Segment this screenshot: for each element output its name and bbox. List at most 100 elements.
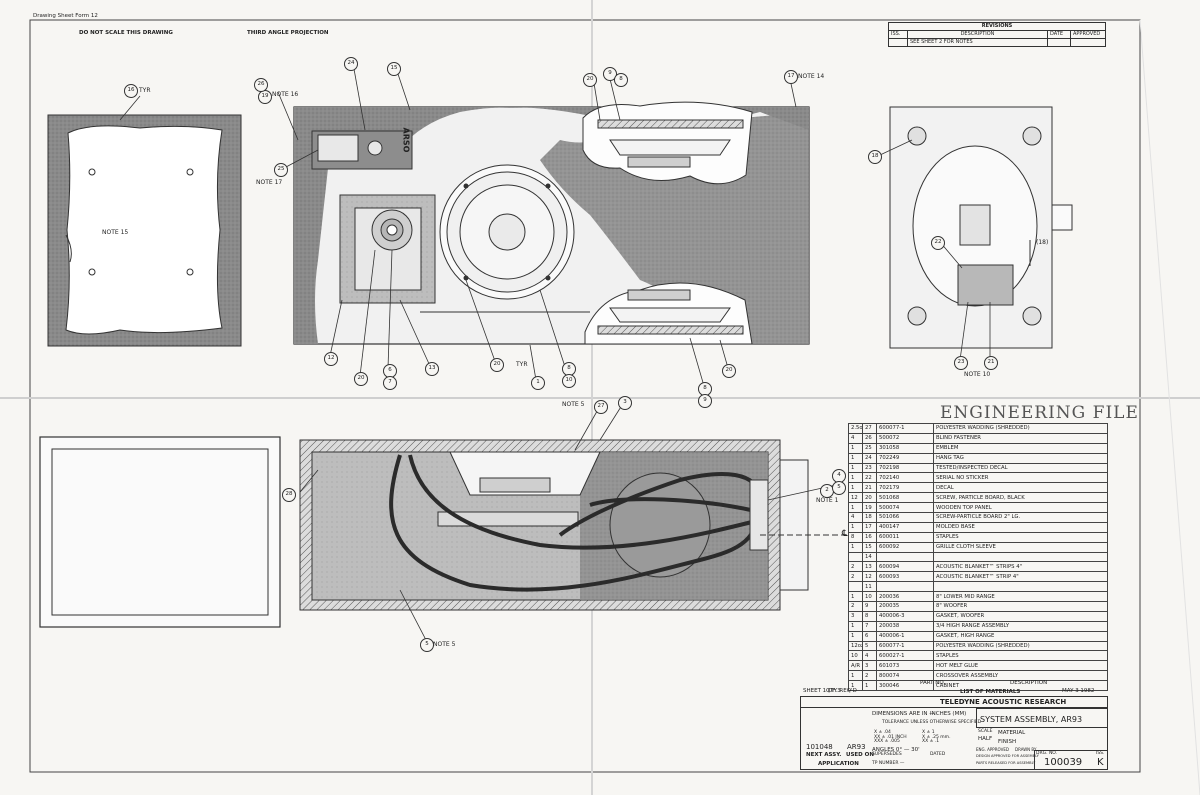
item-bubble: 26 [254,78,268,92]
bom-cell-desc: STAPLES [933,531,1108,543]
bom-cell-part: 501066 [876,512,934,523]
revisions-title: REVISIONS [888,22,1106,31]
callout-note1: NOTE 1 [816,497,839,504]
dims-label: DIMENSIONS ARE IN — [872,711,935,717]
bom-cell-desc: 8" WOOFER [933,601,1108,612]
rev-col-iss: ISS. [888,30,908,39]
dimension-18: (18) [1036,239,1049,246]
bom-cell-desc: STAPLES [933,650,1108,662]
bom-cell-desc: GRILLE CLOTH SLEEVE [933,541,1108,553]
bom-cell-qty: 1 [848,541,863,553]
item-bubble: 22 [931,236,945,250]
bom-cell-item: 4 [862,650,877,662]
bom-cell-item: 27 [862,423,877,434]
bom-cell-desc: WOODEN TOP PANEL [933,502,1108,514]
bom-cell-desc: HANG TAG [933,452,1108,464]
bom-cell-qty: 3 [848,610,863,622]
bom-cell-item: 3 [862,660,877,672]
bom-cell-desc: HOT MELT GLUE [933,660,1108,672]
bom-cell-item: 8 [862,610,877,622]
bom-row: 11 [848,581,1108,593]
bom-cell-part: 400006-1 [876,630,934,642]
bom-cell-item: 14 [862,551,877,563]
bom-cell-desc [933,551,1108,563]
drawing-number: 100039 [1044,757,1083,768]
bom-cell-qty: 2 [848,561,863,573]
item-bubble: 5 [832,481,846,495]
item-bubble: 18 [868,150,882,164]
bom-cell-item: 12 [862,571,877,583]
bom-cell-qty: 8 [848,531,863,543]
emblem-text: ARSO [401,127,411,153]
bom-cell-item: 24 [862,452,877,464]
bom-cell-item: 18 [862,512,877,523]
application-label: APPLICATION [818,761,859,767]
item-bubble: 19 [258,90,272,104]
centerline-symbol: ℄ [842,529,848,539]
angles-tolerance: ANGLES 0° — 30' [872,747,920,753]
bom-header-desc: DESCRIPTION [1010,680,1048,686]
rev-col-date: DATE [1047,30,1071,39]
bom-cell-desc: SCREW, PARTICLE BOARD, BLACK [933,492,1108,504]
bom-cell-qty: 1 [848,591,863,603]
bom-cell-item: 11 [862,581,877,593]
bom-cell-desc [933,581,1108,593]
bom-cell-part: 702140 [876,472,934,484]
design-approved-label: DESIGN APPROVED FOR ASSEMBLY [976,754,1039,758]
bom-cell-part: 200035 [876,601,934,612]
bom-cell-part: 600093 [876,571,934,583]
bom-cell-desc: MOLDED BASE [933,521,1108,533]
bom-cell-qty: 1 [848,472,863,484]
item-bubble: 7 [383,376,397,390]
bom-cell-item: 19 [862,502,877,514]
item-bubble: 20 [354,372,368,386]
bom-cell-qty: 4 [848,432,863,444]
bom-cell-item: 10 [862,591,877,603]
bom-cell-part: 301058 [876,442,934,454]
bom-cell-qty [848,551,863,563]
bom-cell-desc: 8" LOWER MID RANGE [933,591,1108,603]
parts-released-label: PARTS RELEASED FOR ASSEMBLY [976,761,1036,765]
bom-cell-qty: 1 [848,482,863,494]
tolerance-mm: X ± 1 X ± .25 mm. XX ± .1 [922,730,951,744]
bom-cell-desc: GASKET, WOOFER [933,610,1108,622]
bom-cell-qty: 2 [848,571,863,583]
bom-cell-part [876,551,934,563]
bom-cell-part: 601073 [876,660,934,672]
bom-cell-item: 2 [862,670,877,682]
bom-cell-item: 22 [862,472,877,484]
bom-cell-qty: A/R [848,660,863,672]
rev-row-approved [1070,38,1106,47]
bom-cell-item: 26 [862,432,877,444]
projection-label: THIRD ANGLE PROJECTION [247,30,329,36]
used-on-label: USED ON [846,752,874,758]
bom-cell-desc: POLYESTER WADDING (SHREDDED) [933,423,1108,434]
bom-cell-part: 702198 [876,462,934,474]
bom-cell-qty: 1 [848,462,863,474]
callout-tyr-woofer: TYR [516,361,528,368]
scale-value: HALF [978,736,993,742]
bom-cell-qty: 12oz [848,640,863,652]
bom-cell-part: 600027-1 [876,650,934,662]
bom-cell-part [876,581,934,593]
bom-cell-item: 23 [862,462,877,474]
rev-row-description: SEE SHEET 2 FOR NOTES [907,38,1048,47]
bom-cell-desc: DECAL [933,482,1108,494]
callout-note14: NOTE 14 [798,73,825,80]
drawing-title: SYSTEM ASSEMBLY, AR93 [980,715,1083,724]
bom-cell-part: 500072 [876,432,934,444]
bom-cell-part: 600094 [876,561,934,573]
